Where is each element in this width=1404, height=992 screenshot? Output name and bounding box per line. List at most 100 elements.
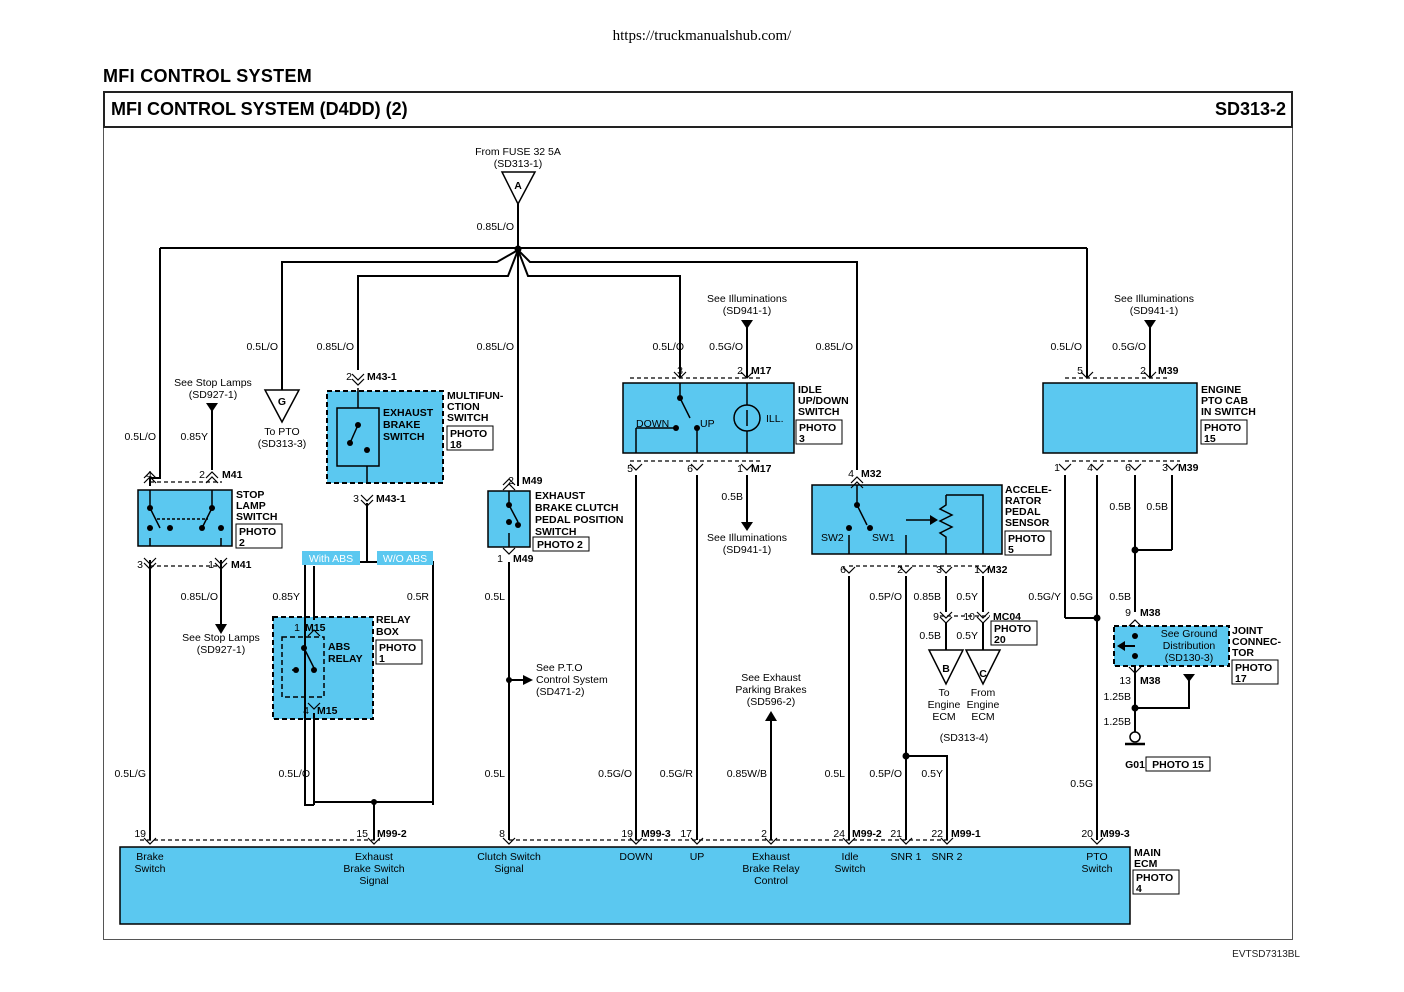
component-name: LAMP — [236, 500, 266, 512]
connector-id: MC04 — [993, 611, 1021, 623]
connector-id: M99-2 — [377, 828, 407, 840]
ecm-pin-number: 20 — [1081, 828, 1093, 840]
wire-label: 1.25B — [1104, 691, 1131, 703]
connector-id: M99-2 — [852, 828, 882, 840]
offpage-letter: B — [942, 663, 950, 675]
photo-ref: 18 — [450, 439, 462, 451]
component-name: SENSOR — [1005, 517, 1050, 529]
offpage-text: ECM — [932, 711, 955, 723]
connector-id: M49 — [513, 553, 534, 565]
photo-ref: 1 — [379, 653, 385, 665]
reference-text: (SD941-1) — [723, 305, 771, 317]
reference-text: See Stop Lamps — [182, 632, 260, 644]
pin-number: 2 — [346, 371, 352, 383]
wire-label: 0.5G/O — [1112, 341, 1146, 353]
wire-label: 0.5G — [1070, 591, 1093, 603]
offpage-text: To PTO — [264, 426, 299, 438]
wire-label: 0.5G/O — [709, 341, 743, 353]
wire-label: 0.5G/Y — [1028, 591, 1061, 603]
idle-down-label: DOWN — [636, 418, 669, 430]
ecm-pin-number: 19 — [621, 828, 633, 840]
connector-id: M38 — [1140, 607, 1161, 619]
svg-text:Switch: Switch — [835, 863, 866, 875]
switch-contacts — [147, 395, 1138, 673]
component-boxes — [119, 382, 1230, 925]
svg-text:PTO: PTO — [1086, 851, 1107, 863]
photo-ref: 4 — [1136, 883, 1142, 895]
svg-text:Exhaust: Exhaust — [752, 851, 790, 863]
footer-code: EVTSD7313BL — [1232, 949, 1300, 960]
pin-number: 3 — [353, 493, 359, 505]
svg-text:Signal: Signal — [494, 863, 523, 875]
reference-text: (SD313-4) — [940, 732, 988, 744]
wire-label: 0.5G — [1070, 778, 1093, 790]
ecm-pin-number: 17 — [680, 828, 692, 840]
reference-text: (SD471-2) — [536, 686, 584, 698]
wire-label: 0.5L/O — [652, 341, 684, 353]
component-name: MULTIFUN- — [447, 390, 504, 402]
connector-id: M15 — [317, 705, 338, 717]
component-name: RELAY — [328, 653, 363, 665]
wire-label: 0.85L/O — [317, 341, 354, 353]
pin-number: 2 — [1140, 365, 1146, 377]
ecm-pin-number: 2 — [761, 828, 767, 840]
connector-id: M38 — [1140, 675, 1161, 687]
connector-id: M43-1 — [376, 493, 406, 505]
connector-id: M39 — [1178, 462, 1199, 474]
reference-text: See Ground — [1161, 628, 1218, 640]
pin-number: 1 — [737, 463, 743, 475]
wire-label: 0.5L/O — [1050, 341, 1082, 353]
ecm-pin-number: 21 — [890, 828, 902, 840]
connector-id: M43-1 — [367, 371, 397, 383]
wire-label: 0.5R — [407, 591, 430, 603]
ecm-pin-number: 22 — [931, 828, 943, 840]
component-name: ENGINE — [1201, 384, 1241, 396]
offpage-letter: C — [979, 668, 987, 680]
offpage-text: (SD313-3) — [258, 438, 306, 450]
photo-boxes — [235, 419, 1279, 895]
photo-ref: PHOTO — [450, 428, 487, 440]
wire-label: 0.85L/O — [181, 591, 218, 603]
reference-text: See Exhaust — [741, 672, 801, 684]
pin-number: 5 — [1077, 365, 1083, 377]
connector-id: M17 — [751, 463, 772, 475]
with-abs-label: With ABS — [309, 553, 353, 565]
wire-label: 0.85Y — [181, 431, 208, 443]
svg-text:Idle: Idle — [842, 851, 859, 863]
wire-label: 0.5G/R — [660, 768, 694, 780]
photo-ref: PHOTO — [1136, 872, 1173, 884]
reference-text: See P.T.O — [536, 662, 583, 674]
reference-text: (SD927-1) — [197, 644, 245, 656]
reference-text: (SD130-3) — [1165, 652, 1213, 664]
pin-number: 9 — [933, 611, 939, 623]
ecm-pin-labels: Brake Switch Exhaust Brake Switch Signal… — [135, 851, 1113, 887]
pin-number: 10 — [963, 611, 975, 623]
pin-number: 3 — [936, 564, 942, 576]
wire-label: 0.5B — [721, 491, 743, 503]
diagram-header-bar — [103, 91, 1293, 128]
stop-lamp-switch-box — [137, 489, 233, 547]
pin-number: 4 — [1087, 462, 1093, 474]
idle-ill-label: ILL. — [766, 413, 784, 425]
connector-id: M32 — [987, 564, 1008, 576]
pin-number: 1 — [1054, 462, 1060, 474]
component-name: JOINT — [1232, 625, 1264, 637]
connector-id: M49 — [522, 475, 543, 487]
offpage-letter: G — [278, 396, 286, 408]
photo-ref: PHOTO — [1204, 422, 1241, 434]
junction-dots — [371, 245, 1139, 805]
offpage-text: ECM — [971, 711, 994, 723]
offpage-text: From — [971, 687, 996, 699]
wire-label: 0.5Y — [956, 630, 978, 642]
svg-text:Clutch Switch: Clutch Switch — [477, 851, 541, 863]
diagram-code: SD313-2 — [1214, 99, 1286, 119]
pin-number: 4 — [146, 469, 152, 481]
component-name: BOX — [376, 626, 399, 638]
accel-wiper-arrow — [930, 515, 938, 525]
wire-label: 0.5L/O — [278, 768, 310, 780]
wire-label: 0.85L/O — [477, 221, 514, 233]
photo-ref: PHOTO — [239, 526, 276, 538]
offpage-text: Engine — [928, 699, 961, 711]
reference-text: See Illuminations — [1114, 293, 1194, 305]
